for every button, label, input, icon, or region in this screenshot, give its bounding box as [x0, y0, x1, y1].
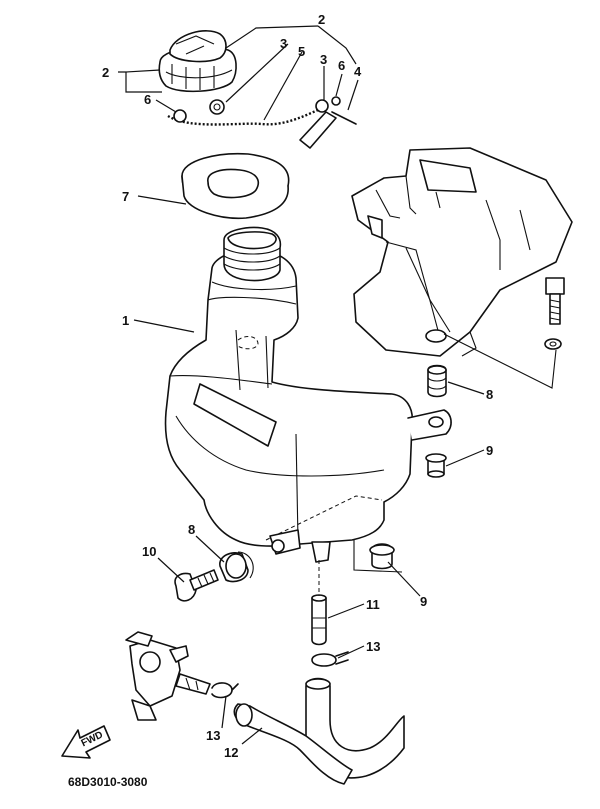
callout-13-right: 13 — [366, 639, 380, 654]
leader-lines — [118, 25, 485, 745]
callout-3-a: 3 — [280, 36, 287, 51]
hose-clip-right — [311, 651, 349, 667]
callout-2-top: 2 — [318, 12, 325, 27]
cap-chain — [167, 96, 357, 149]
lower-collar — [353, 540, 403, 573]
callout-2-left: 2 — [102, 65, 109, 80]
callout-3-b: 3 — [320, 52, 327, 67]
callout-8-left: 8 — [188, 522, 195, 537]
callout-9-top: 9 — [486, 443, 493, 458]
fuel-tank — [164, 226, 452, 563]
callout-7: 7 — [122, 189, 129, 204]
callout-10: 10 — [142, 544, 156, 559]
callout-6-left: 6 — [144, 92, 151, 107]
fuel-cock — [125, 631, 211, 721]
callout-11: 11 — [366, 597, 380, 612]
mounting-bracket — [351, 147, 573, 357]
forward-direction-arrow: FWD — [61, 725, 111, 759]
fuel-hose — [233, 677, 405, 785]
upper-collar — [425, 453, 447, 478]
reference-code: 68D3010-3080 — [68, 775, 148, 789]
callout-5: 5 — [298, 44, 305, 59]
callout-6-right: 6 — [338, 58, 345, 73]
callout-labels: 2 3 5 3 6 4 2 6 7 1 8 9 8 10 9 11 13 13 … — [102, 12, 493, 760]
callout-12: 12 — [224, 745, 238, 760]
left-grommet — [219, 551, 254, 583]
hose-clip-left — [211, 682, 239, 699]
fuel-cap — [158, 30, 237, 93]
callout-8-right: 8 — [486, 387, 493, 402]
bolt-and-washer — [443, 277, 565, 389]
right-grommet — [427, 364, 447, 398]
callout-1: 1 — [122, 313, 129, 328]
filler-seal — [181, 152, 290, 220]
callout-4: 4 — [354, 64, 362, 79]
callout-13-left: 13 — [206, 728, 220, 743]
left-bolt — [174, 569, 219, 602]
outlet-pipe — [311, 560, 327, 646]
callout-9-bottom: 9 — [420, 594, 427, 609]
